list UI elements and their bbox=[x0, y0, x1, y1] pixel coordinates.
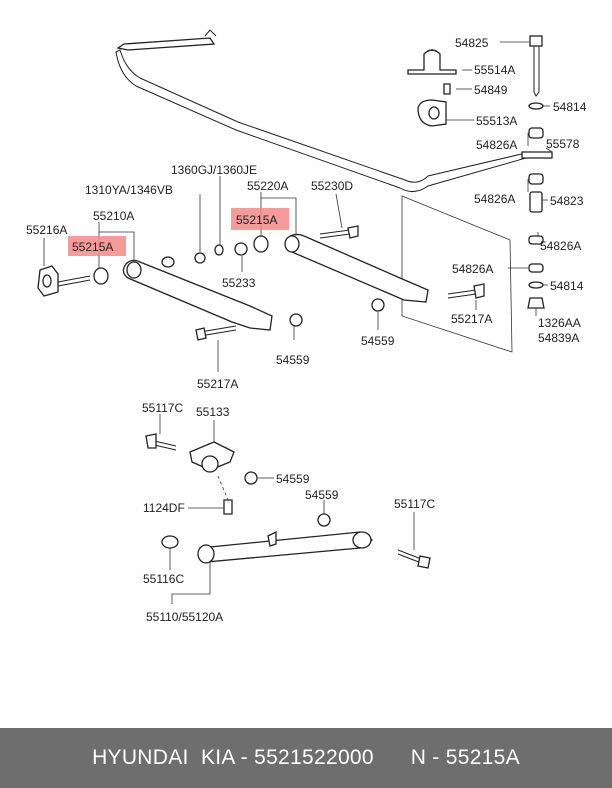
label-55210A: 55210A bbox=[93, 209, 134, 223]
label-55116C: 55116C bbox=[143, 572, 184, 586]
highlight-55215A-right bbox=[231, 208, 289, 230]
label-55514A: 55514A bbox=[474, 63, 515, 77]
label-55233: 55233 bbox=[222, 276, 256, 290]
mount-bracket bbox=[145, 433, 258, 515]
assembly-outline bbox=[401, 195, 513, 353]
label-54849: 54849 bbox=[474, 83, 508, 97]
label-55215A-left: 55215A bbox=[72, 240, 113, 254]
label-54814-bottom: 54814 bbox=[550, 279, 584, 293]
label-54825: 54825 bbox=[455, 36, 489, 50]
label-1124DF: 1124DF bbox=[143, 501, 185, 515]
label-54826A-4: 54826A bbox=[452, 262, 493, 276]
left-lower-arm bbox=[37, 244, 303, 341]
label-54559-a: 54559 bbox=[361, 334, 395, 348]
label-54814-top: 54814 bbox=[553, 100, 587, 114]
lateral-rod bbox=[161, 513, 431, 569]
label-55133: 55133 bbox=[196, 405, 230, 419]
label-55230D: 55230D bbox=[311, 179, 353, 193]
label-55220A: 55220A bbox=[247, 179, 288, 193]
footer-spacer bbox=[374, 746, 411, 770]
footer-part-code: N - 55215A bbox=[410, 746, 520, 769]
label-55117C-left: 55117C bbox=[142, 401, 183, 415]
leader-lines bbox=[43, 41, 553, 604]
label-54823: 54823 bbox=[550, 194, 584, 208]
label-55217A-left: 55217A bbox=[197, 377, 238, 391]
part-number-footer: HYUNDAI KIA - 5521522000 N - 55215A bbox=[0, 728, 612, 788]
label-54826A-3: 54826A bbox=[540, 239, 581, 253]
label-54559-c: 54559 bbox=[276, 472, 310, 486]
label-1326AA: 1326AA bbox=[538, 316, 581, 330]
label-55513A: 55513A bbox=[476, 114, 517, 128]
label-55215A-right: 55215A bbox=[236, 213, 277, 227]
footer-brand-number: HYUNDAI KIA - 5521522000 bbox=[92, 746, 374, 769]
label-1360GJ-1360JE: 1360GJ/1360JE bbox=[171, 163, 257, 177]
label-55110-55120A: 55110/55120A bbox=[146, 610, 223, 624]
label-54559-b: 54559 bbox=[276, 353, 310, 367]
highlight-55215A-left bbox=[68, 236, 126, 256]
label-54839A: 54839A bbox=[538, 331, 579, 345]
label-1310YA-1346VB: 1310YA/1346VB bbox=[85, 183, 173, 197]
suspension-parts-diagram: 54825 55514A 54849 54814 55513A 54826A 5… bbox=[26, 29, 587, 624]
link-assembly bbox=[521, 35, 553, 309]
bar-clamp bbox=[407, 49, 457, 127]
right-lower-arm bbox=[234, 225, 485, 312]
label-54559-d: 54559 bbox=[305, 488, 339, 502]
label-55217A-right: 55217A bbox=[451, 312, 492, 326]
label-54826A-2: 54826A bbox=[474, 192, 515, 206]
label-55216A: 55216A bbox=[26, 223, 67, 237]
label-55578: 55578 bbox=[546, 137, 580, 151]
label-55117C-right: 55117C bbox=[394, 497, 435, 511]
label-54826A-1: 54826A bbox=[476, 138, 517, 152]
